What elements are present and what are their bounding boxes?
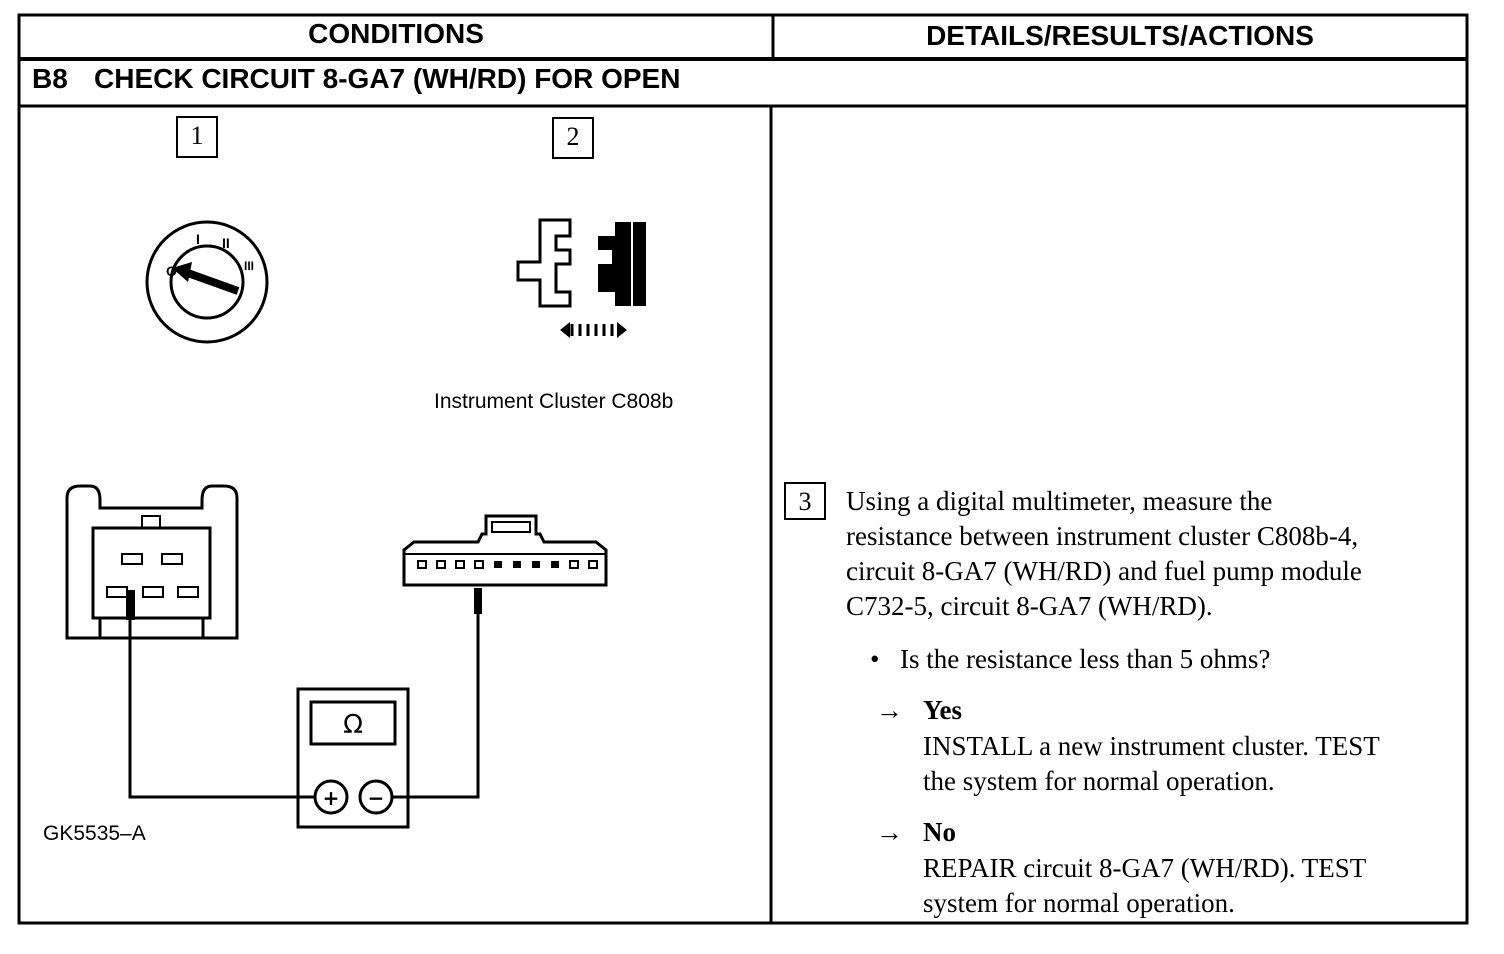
no-label: No: [923, 817, 956, 847]
minus-terminal-label: −: [368, 786, 385, 810]
key-position-start: III: [244, 259, 254, 273]
key-position-off: O: [166, 263, 177, 279]
instruction-line: resistance between instrument cluster C8…: [846, 521, 1359, 551]
step-box-2: 2: [552, 117, 594, 159]
key-position-acc: I: [196, 231, 200, 247]
no-action-line: REPAIR circuit 8-GA7 (WH/RD). TEST: [923, 853, 1367, 883]
instruction-line: Using a digital multimeter, measure the: [846, 486, 1273, 516]
figure-code: GK5535–A: [43, 822, 146, 845]
connector-disconnect-icon: [516, 218, 646, 338]
yes-arrow-icon: →: [876, 695, 903, 725]
ignition-switch-icon: [145, 220, 269, 344]
step-title: CHECK CIRCUIT 8-GA7 (WH/RD) FOR OPEN: [94, 63, 681, 94]
instruction-text: Using a digital multimeter, measure the …: [846, 484, 1362, 624]
connector-label: Instrument Cluster C808b: [434, 390, 674, 413]
step-box-3: 3: [784, 482, 826, 520]
ohm-symbol: Ω: [343, 710, 363, 740]
no-action-line: system for normal operation.: [923, 888, 1235, 918]
yes-action: INSTALL a new instrument cluster. TEST t…: [923, 729, 1380, 799]
step-id: B8: [32, 63, 68, 94]
yes-action-line: INSTALL a new instrument cluster. TEST: [923, 731, 1380, 761]
bullet-symbol: •: [870, 644, 880, 674]
test-leads: [128, 614, 480, 799]
fuel-pump-module-connector: [65, 484, 239, 640]
no-arrow-icon: →: [876, 817, 903, 847]
no-action: REPAIR circuit 8-GA7 (WH/RD). TEST syste…: [923, 851, 1366, 921]
yes-action-line: the system for normal operation.: [923, 766, 1275, 796]
multimeter-icon: [296, 687, 410, 829]
instruction-line: C732-5, circuit 8-GA7 (WH/RD).: [846, 591, 1213, 621]
step-box-1: 1: [176, 116, 218, 158]
conditions-header: CONDITIONS: [308, 18, 484, 49]
question-text: Is the resistance less than 5 ohms?: [900, 644, 1271, 674]
yes-label: Yes: [923, 695, 962, 725]
plus-terminal-label: +: [323, 786, 340, 810]
instrument-cluster-connector: [402, 514, 608, 614]
key-position-run: II: [222, 235, 230, 251]
instruction-line: circuit 8-GA7 (WH/RD) and fuel pump modu…: [846, 556, 1362, 586]
details-header: DETAILS/RESULTS/ACTIONS: [926, 20, 1314, 51]
